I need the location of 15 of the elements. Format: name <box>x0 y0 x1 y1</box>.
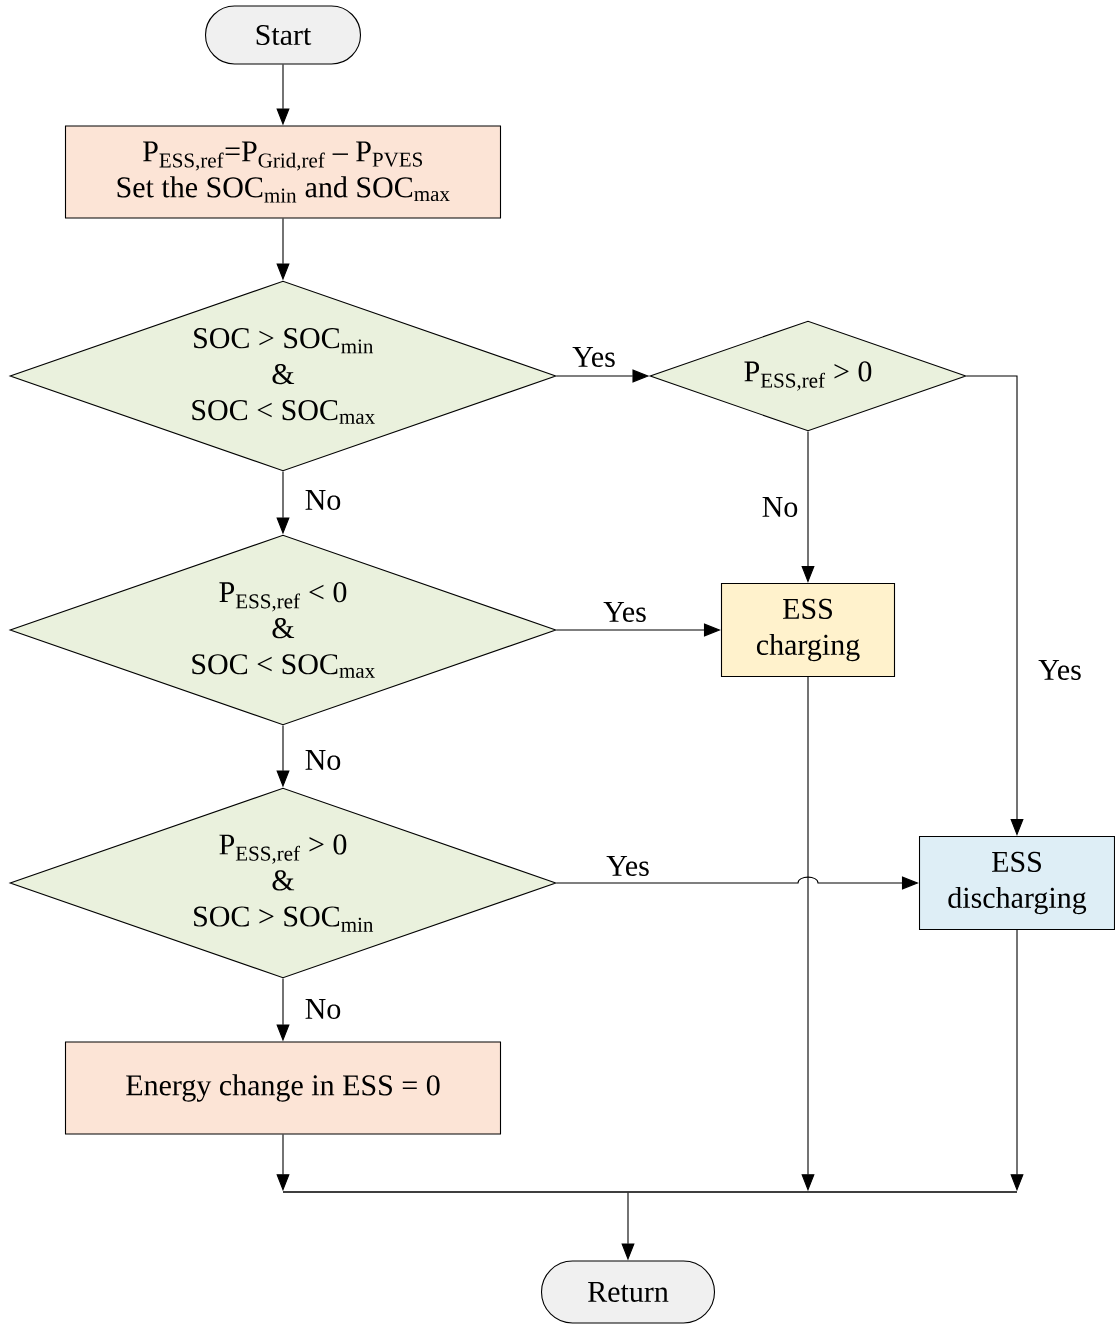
junction-line <box>282 1191 1018 1193</box>
edge-label: No <box>305 999 341 1019</box>
return-terminal: Return <box>540 1260 716 1324</box>
edge-label: Yes <box>606 856 649 876</box>
start-terminal: Start <box>204 5 362 65</box>
process-box: ESS charging <box>720 582 896 678</box>
edge-label: Yes <box>1038 660 1081 680</box>
edge-label: No <box>762 497 798 517</box>
edge-label: Yes <box>603 602 646 622</box>
edge-label: Yes <box>572 347 615 367</box>
process-box: P$_{ESS,ref}$=P$_{Grid,ref}$ – P$_{PVES}$ Set the SOC$_{min}$ and SOC$_{max}$ <box>64 125 502 219</box>
process-box: Energy change in ESS = 0 <box>64 1041 502 1135</box>
edge-label: No <box>305 750 341 770</box>
process-box: ESS discharging <box>918 835 1115 931</box>
edge-label: No <box>305 490 341 510</box>
